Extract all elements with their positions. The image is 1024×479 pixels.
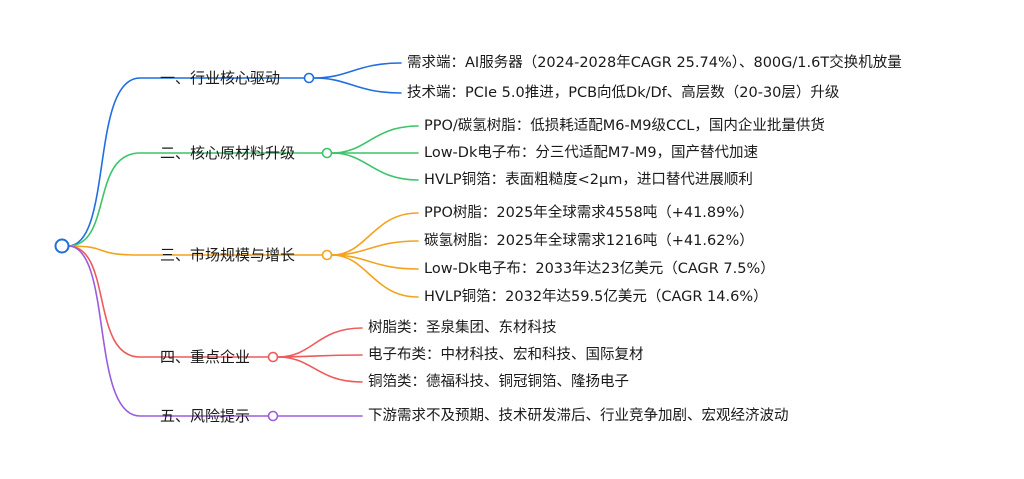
root-to-branch-4-edge [67, 245, 269, 358]
branch-4-node-dot[interactable] [267, 351, 279, 363]
branch-2-item-1: PPO/碳氢树脂：低损耗适配M6-M9级CCL，国内企业批量供货 [424, 118, 825, 134]
branch-3-child-4-edge [331, 254, 419, 298]
branch-1-item-2: 技术端：PCIe 5.0推进，PCB向低Dk/Df、高层数（20-30层）升级 [407, 85, 840, 101]
branch-3-node-dot[interactable] [321, 249, 333, 261]
branch-2-item-3: HVLP铜箔：表面粗糙度<2μm，进口替代进展顺利 [424, 172, 753, 188]
root-to-branch-2-edge [67, 152, 323, 247]
branch-3-item-1: PPO树脂：2025年全球需求4558吨（+41.89%） [424, 205, 754, 221]
branch-2-node-dot[interactable] [321, 147, 333, 159]
branch-4-child-3-edge [277, 356, 363, 383]
branch-5-label: 五、风险提示 [160, 407, 251, 425]
branch-1-node-dot[interactable] [303, 72, 315, 84]
branch-1-label: 一、行业核心驱动 [160, 69, 281, 87]
branch-2-child-1-edge [331, 125, 419, 154]
branch-3-item-4: HVLP铜箔：2032年达59.5亿美元（CAGR 14.6%） [424, 289, 768, 305]
branch-5-node-dot[interactable] [267, 410, 279, 422]
branch-4-child-1-edge [277, 327, 363, 358]
branch-2-item-2: Low-Dk电子布：分三代适配M7-M9，国产替代加速 [424, 145, 759, 161]
branch-2-child-3-edge [331, 152, 419, 181]
root-to-branch-5-edge [67, 245, 269, 417]
branch-3-child-1-edge [331, 212, 419, 256]
branch-4-item-1: 树脂类：圣泉集团、东材科技 [368, 320, 557, 336]
branch-3-item-2: 碳氢树脂：2025年全球需求1216吨（+41.62%） [424, 233, 754, 249]
branch-1-item-1: 需求端：AI服务器（2024-2028年CAGR 25.74%）、800G/1.… [407, 55, 902, 71]
branch-5-item-1: 下游需求不及预期、技术研发滞后、行业竞争加剧、宏观经济波动 [368, 408, 789, 424]
root-node[interactable] [54, 238, 70, 254]
branch-4-label: 四、重点企业 [160, 348, 251, 366]
branch-2-label: 二、核心原材料升级 [160, 144, 296, 162]
branch-4-item-3: 铜箔类：德福科技、铜冠铜箔、隆扬电子 [368, 374, 629, 390]
root-to-branch-1-edge [67, 77, 305, 247]
branch-1-child-1-edge [313, 62, 402, 79]
branch-3-label: 三、市场规模与增长 [160, 246, 296, 264]
root-to-branch-3-edge [67, 245, 323, 256]
branch-3-item-3: Low-Dk电子布：2033年达23亿美元（CAGR 7.5%） [424, 261, 775, 277]
branch-1-child-2-edge [313, 77, 402, 94]
branch-4-item-2: 电子布类：中材科技、宏和科技、国际复材 [368, 347, 644, 363]
